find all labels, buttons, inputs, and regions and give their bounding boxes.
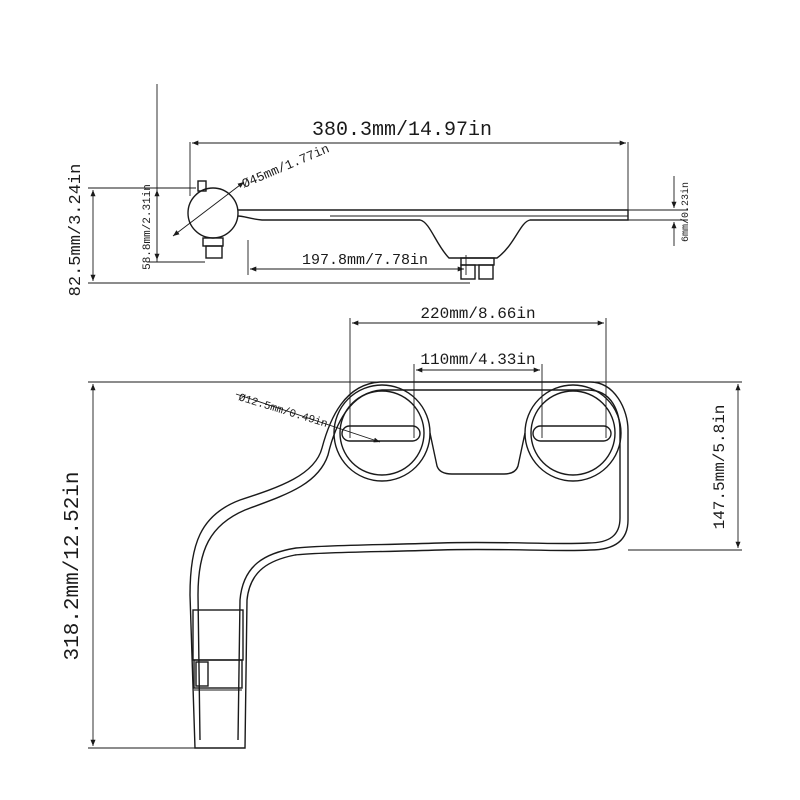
mounting-plate-inner: [197, 389, 621, 741]
dim-total-length-top: 318.2mm/12.52in: [62, 471, 85, 660]
nozzle-fitting: [460, 257, 495, 266]
mounting-hole-right-inner: [530, 390, 616, 476]
dim-bolt-spacing-inner: 110mm/4.33in: [420, 351, 535, 369]
water-inlet-fitting: [202, 237, 224, 247]
control-knob-side: [187, 187, 239, 239]
dim-total-height-side: 82.5mm/3.24in: [67, 164, 86, 297]
arm-side-profile: [237, 209, 629, 259]
bolt-slot-left: [341, 425, 421, 442]
hole-bridge: [429, 432, 526, 475]
dim-knob-height: 58.8mm/2.31in: [142, 184, 154, 270]
nozzle-clip: [193, 659, 243, 689]
bolt-slot-right: [532, 425, 612, 442]
mounting-hole-right-outer: [524, 384, 622, 482]
mounting-plate-outline: [189, 381, 629, 749]
mounting-hole-left-inner: [339, 390, 425, 476]
top-view: 220mm/8.66in 110mm/4.33in Ø12.5mm/0.49in…: [62, 305, 742, 749]
dim-knob-diameter: Ø45mm/1.77in: [240, 141, 332, 191]
side-view: 380.3mm/14.97in Ø45mm/1.77in 6mm/0.23in …: [67, 84, 692, 296]
dim-thickness: 6mm/0.23in: [680, 182, 692, 242]
inlet-thread: [205, 245, 223, 259]
arm-joint-band: [192, 609, 244, 661]
dim-plate-depth: 147.5mm/5.8in: [711, 405, 729, 530]
dim-nozzle-offset: 197.8mm/7.78in: [302, 252, 428, 269]
dim-bolt-spacing-outer: 220mm/8.66in: [420, 305, 535, 323]
dim-side-length: 380.3mm/14.97in: [312, 119, 492, 142]
dim-slot-diameter: Ø12.5mm/0.49in: [237, 392, 329, 430]
mounting-hole-left-outer: [333, 384, 431, 482]
